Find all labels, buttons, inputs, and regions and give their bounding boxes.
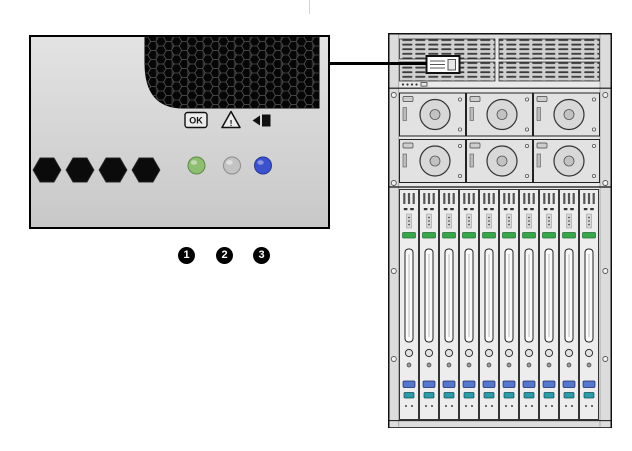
front-panel-detail-art: OK ! [31, 37, 328, 227]
ok-icon-label: OK [189, 116, 203, 126]
callout-1: 1 [178, 247, 195, 264]
blade-module [538, 188, 560, 421]
service-required-led [223, 156, 241, 175]
ok-led [187, 156, 206, 175]
blade-module [418, 188, 440, 421]
fan-module [465, 92, 534, 137]
fan-module [532, 138, 601, 184]
fan-module [398, 138, 467, 184]
fan-module [465, 138, 534, 184]
blade-module [498, 188, 520, 421]
artifact-tick [309, 0, 310, 14]
front-panel-led-target [425, 55, 461, 74]
blade-module [478, 188, 500, 421]
led-icon-row: OK ! [184, 110, 271, 129]
callout-3: 3 [253, 247, 270, 264]
callout-2: 2 [216, 247, 233, 264]
top-vent-section [389, 38, 611, 89]
fan-module-grid [389, 92, 611, 188]
ready-to-remove-led [254, 156, 272, 175]
rail-mounting-holes [390, 92, 609, 362]
service-required-icon: ! [221, 110, 241, 129]
blade-module [438, 188, 460, 421]
blade-module [518, 188, 540, 421]
ready-led-highlight [257, 160, 264, 165]
fan-module [398, 92, 467, 137]
server-chassis-illustration [388, 33, 612, 428]
blade-module [578, 188, 600, 421]
service-led-highlight [226, 160, 233, 165]
blade-module [458, 188, 480, 421]
blade-module [558, 188, 580, 421]
ready-to-remove-icon [252, 114, 271, 127]
blade-module [398, 188, 420, 421]
fan-module [532, 92, 601, 137]
blade-slot-row [389, 188, 611, 422]
led-row [187, 156, 272, 175]
ok-icon: OK [184, 111, 208, 129]
front-panel-detail-inset: OK ! [29, 35, 330, 229]
status-indicator-dots [401, 83, 418, 86]
callout-leader-line [330, 62, 427, 65]
ok-led-highlight [190, 160, 198, 165]
service-required-glyph: ! [230, 118, 233, 128]
bezel-hex-vents [32, 157, 161, 183]
honeycomb-grille-pattern [145, 37, 319, 108]
